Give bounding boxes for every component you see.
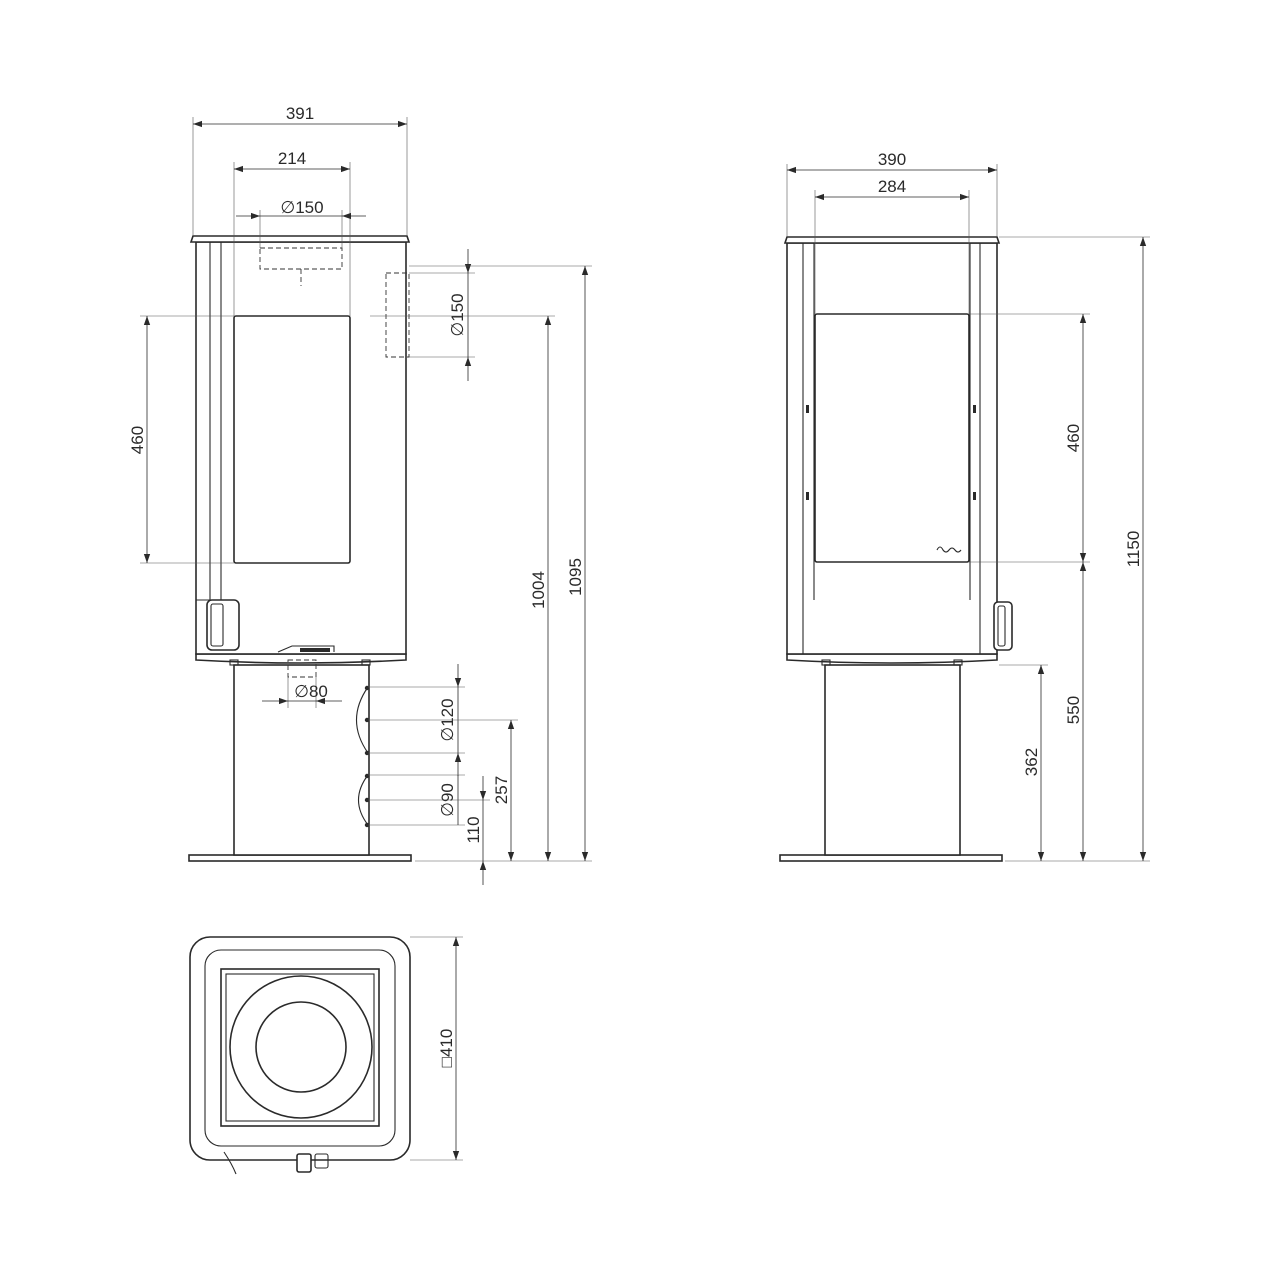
side-glass-window <box>814 313 970 563</box>
side-pedestal-height-362: 362 <box>1022 748 1041 776</box>
front-glass-height-460: 460 <box>128 426 147 454</box>
side-brand-logo <box>936 546 962 553</box>
side-height-1150: 1150 <box>1124 531 1143 568</box>
front-rear-flue-diameter: ∅150 <box>448 293 467 336</box>
front-air-inlet-outline <box>287 659 317 678</box>
front-height-257: 257 <box>492 776 511 804</box>
front-rear-flue-outline <box>385 272 410 358</box>
plan-inner-square <box>204 949 396 1147</box>
side-door-handle <box>993 601 1013 651</box>
side-base-plate <box>779 854 1003 862</box>
front-glass-window <box>233 315 351 564</box>
side-width-390: 390 <box>878 150 906 169</box>
front-width-391: 391 <box>286 104 314 123</box>
side-pedestal <box>824 664 961 856</box>
front-air-inlet-diameter: ∅80 <box>294 682 328 701</box>
side-view: 390 284 460 550 1150 362 <box>779 150 1150 862</box>
front-pedestal <box>233 664 370 856</box>
front-outlet-lower-cover <box>357 774 369 826</box>
front-height-1095: 1095 <box>566 558 585 596</box>
front-top-plate <box>189 235 411 243</box>
front-outlet-upper-cover <box>356 686 369 754</box>
front-height-110: 110 <box>464 816 483 843</box>
front-top-flue-diameter: ∅150 <box>280 198 323 217</box>
front-width-214: 214 <box>278 149 306 168</box>
front-body-bottom-plate <box>195 653 407 664</box>
plan-view: □410 <box>189 936 463 1175</box>
plan-flue-circle <box>255 1001 347 1093</box>
side-height-550: 550 <box>1064 696 1083 724</box>
front-height-1004: 1004 <box>529 571 548 609</box>
side-glass-height-460: 460 <box>1064 424 1083 452</box>
plan-square-410: □410 <box>437 1029 456 1068</box>
front-view: 391 214 ∅150 460 ∅150 1004 1095 <box>128 104 592 885</box>
front-base-plate <box>188 854 412 862</box>
side-width-284: 284 <box>878 177 906 196</box>
side-body-bottom-plate <box>786 653 998 664</box>
plan-control-knob <box>296 1153 312 1173</box>
side-top-plate <box>783 236 1001 244</box>
